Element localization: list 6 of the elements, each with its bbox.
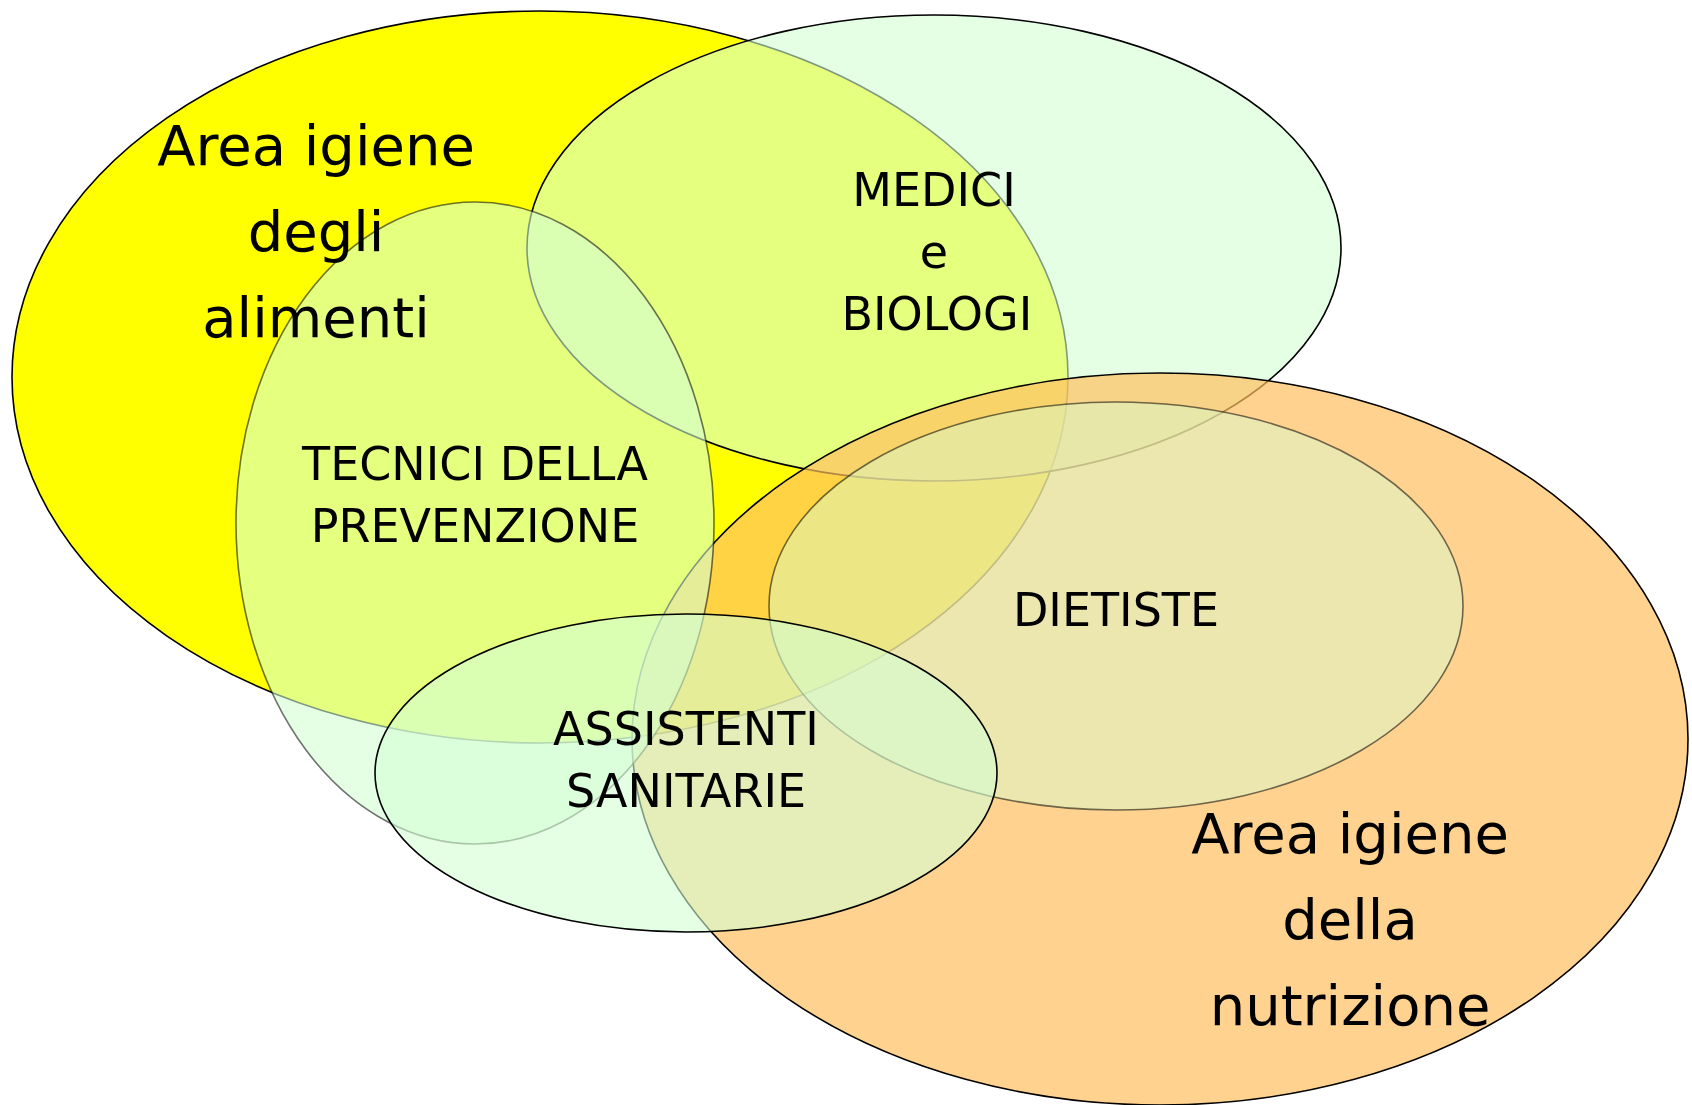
set-label: TECNICI DELLA PREVENZIONE (301, 436, 649, 555)
set-label: DIETISTE (1011, 582, 1221, 639)
set-label: MEDICI e BIOLOGI (841, 162, 1027, 343)
set-label: ASSISTENTI SANITARIE (552, 701, 820, 820)
set-label: Area igiene degli alimenti (156, 112, 476, 352)
set-label: Area igiene della nutrizione (1190, 800, 1510, 1040)
